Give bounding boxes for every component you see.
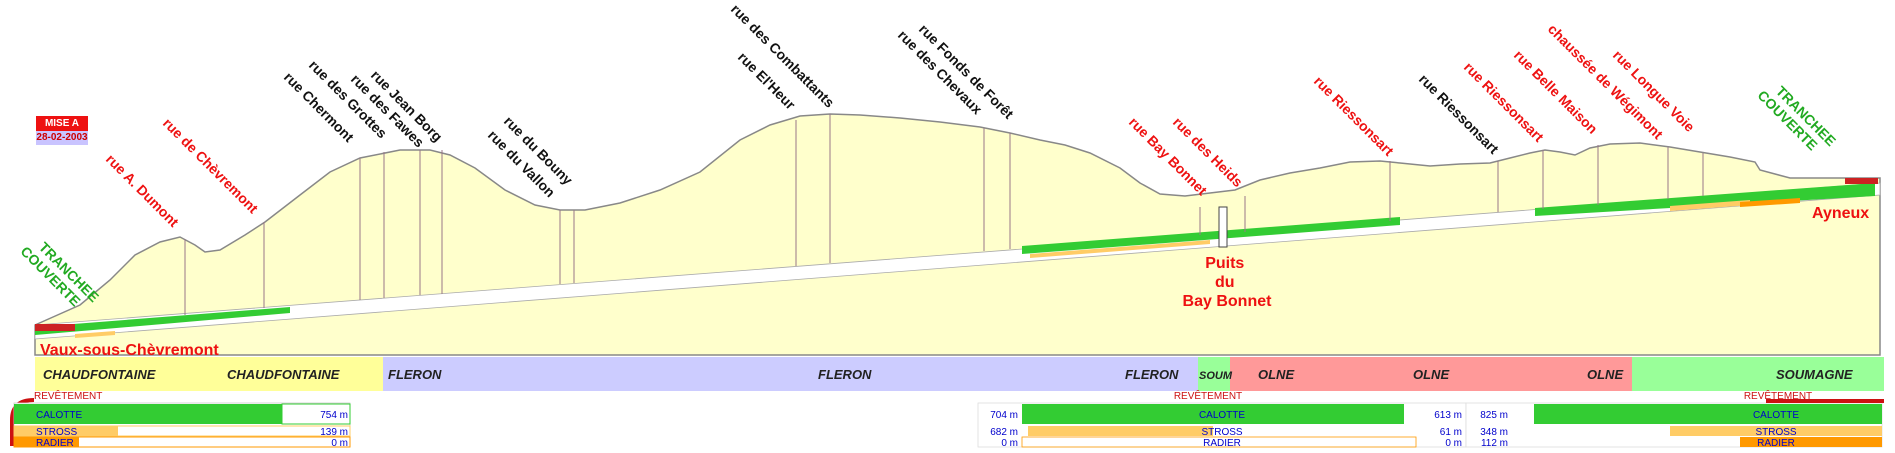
commune-band: CHAUDFONTAINE CHAUDFONTAINE FLERON FLERO… <box>35 357 1884 391</box>
left-progress-panel: REVÊTEMENT CALOTTE 754 m STROSS 139 m RA… <box>10 389 351 449</box>
commune-label: SOUM <box>1199 370 1233 382</box>
commune-label: OLNE <box>1587 367 1623 382</box>
left-revetement-label: REVÊTEMENT <box>34 389 102 402</box>
commune-label: FLERON <box>1125 367 1179 382</box>
left-radier-name: RADIER <box>36 438 74 448</box>
commune-zone <box>383 357 1198 391</box>
profile-stross-right <box>1670 200 1750 211</box>
right-radier-bar <box>1740 437 1882 447</box>
right-radier-name: RADIER <box>1757 438 1795 448</box>
commune-zone <box>35 357 383 391</box>
shaft-label: Puits du Bay Bonnet <box>1183 255 1273 310</box>
middle-revetement-label: REVÊTEMENT <box>1174 389 1242 402</box>
left-calotte-value: 754 m <box>320 410 348 421</box>
left-stross-name: STROSS <box>36 427 77 438</box>
left-calotte-bar <box>14 404 282 424</box>
right-stross-bar <box>1670 426 1882 436</box>
commune-label: OLNE <box>1413 367 1449 382</box>
middle-stross-right-value: 61 m <box>1440 427 1462 438</box>
middle-radier-left-value: 0 m <box>1001 438 1018 448</box>
left-radier-value: 0 m <box>331 438 348 448</box>
commune-zone <box>1230 357 1632 391</box>
right-calotte-left-value: 825 m <box>1480 410 1508 421</box>
middle-progress-panel: REVÊTEMENT 704 m CALOTTE 613 m 682 m STR… <box>977 389 1467 449</box>
commune-label: CHAUDFONTAINE <box>43 367 156 382</box>
street-label: rue Riessonsart <box>1311 73 1397 159</box>
right-calotte-bar <box>1534 404 1882 424</box>
middle-radier-right-value: 0 m <box>1445 438 1462 448</box>
middle-calotte-right-value: 613 m <box>1434 410 1462 421</box>
commune-label: FLERON <box>818 367 872 382</box>
middle-calotte-bar <box>1022 404 1404 424</box>
profile-calotte-left <box>35 307 290 335</box>
middle-radier-name: RADIER <box>1203 438 1241 448</box>
right-cover-label: TRANCHEECOUVERTE <box>1754 76 1839 161</box>
update-stamp-date: 28-02-2003 <box>36 131 88 145</box>
left-stross-bar <box>14 426 118 436</box>
middle-calotte-name: CALOTTE <box>1199 410 1245 421</box>
middle-stross-name: STROSS <box>1201 427 1242 438</box>
profile-stross-middle <box>1030 240 1210 258</box>
middle-stross-left-value: 682 m <box>990 427 1018 438</box>
commune-label: CHAUDFONTAINE <box>227 367 340 382</box>
profile-calotte-middle <box>1022 217 1400 254</box>
profile-radier-right <box>1740 198 1800 207</box>
right-stross-name: STROSS <box>1755 427 1796 438</box>
right-progress-panel: REVÊTEMENT 825 m CALOTTE 348 m STROSS 11… <box>1465 389 1884 449</box>
right-portal-label: Ayneux <box>1812 205 1869 222</box>
middle-calotte-left-value: 704 m <box>990 410 1018 421</box>
profile-calotte-right <box>1535 183 1875 216</box>
vaux-portal-mark <box>35 324 75 331</box>
left-radier-bar <box>14 437 79 447</box>
commune-zone <box>1198 357 1230 391</box>
street-label: rue de Chèvremont <box>160 115 262 217</box>
ayneux-portal-mark <box>1845 178 1878 184</box>
middle-stross-bar <box>1028 426 1213 436</box>
commune-label: FLERON <box>388 367 442 382</box>
left-calotte-name: CALOTTE <box>36 410 82 421</box>
left-portal-label: Vaux-sous-Chèvremont <box>40 342 219 359</box>
right-radier-left-value: 112 m <box>1481 438 1508 448</box>
terrain-surface <box>34 113 1881 356</box>
commune-label: SOUMAGNE <box>1776 367 1853 382</box>
right-calotte-name: CALOTTE <box>1753 410 1799 421</box>
profile-stross-left <box>75 331 115 338</box>
bay-bonnet-shaft <box>1218 206 1228 248</box>
commune-zone <box>1632 357 1884 391</box>
right-revetement-label: REVÊTEMENT <box>1744 389 1812 402</box>
update-stamp-title: MISE A JOUR <box>36 116 88 144</box>
right-stross-left-value: 348 m <box>1480 427 1508 438</box>
commune-label: OLNE <box>1258 367 1294 382</box>
street-label: rue A. Dumont <box>103 151 182 230</box>
left-stross-value: 139 m <box>320 427 348 438</box>
street-lines <box>184 114 1704 315</box>
